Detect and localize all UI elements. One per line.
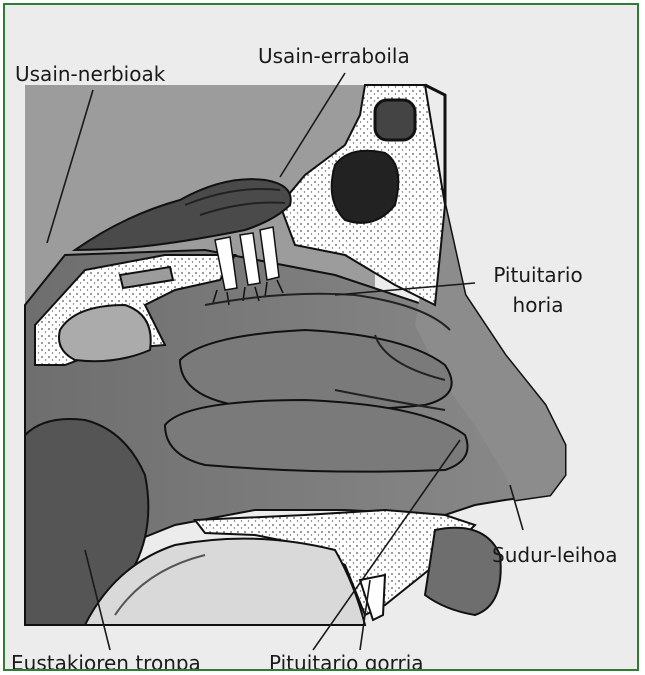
label-red-pituitary: Pituitario gorria — [269, 651, 424, 671]
label-yellow-pituitary-line2: horia — [483, 293, 593, 317]
label-yellow-pituitary: Pituitario horia — [483, 263, 593, 317]
nasal-cavity-illustration — [5, 5, 639, 671]
label-nostril: Sudur-leihoa — [492, 543, 618, 567]
frontal-sinus — [375, 100, 415, 140]
label-eustachian-tube: Eustakioren tronpa — [11, 651, 201, 671]
sphenoid-sinus — [332, 151, 399, 223]
diagram-frame: Usain-nerbioak Usain-erraboila Pituitari… — [3, 3, 639, 671]
label-olfactory-nerves: Usain-nerbioak — [15, 62, 165, 86]
label-olfactory-bulb: Usain-erraboila — [258, 44, 410, 68]
lip — [425, 528, 501, 615]
label-yellow-pituitary-line1: Pituitario — [483, 263, 593, 287]
